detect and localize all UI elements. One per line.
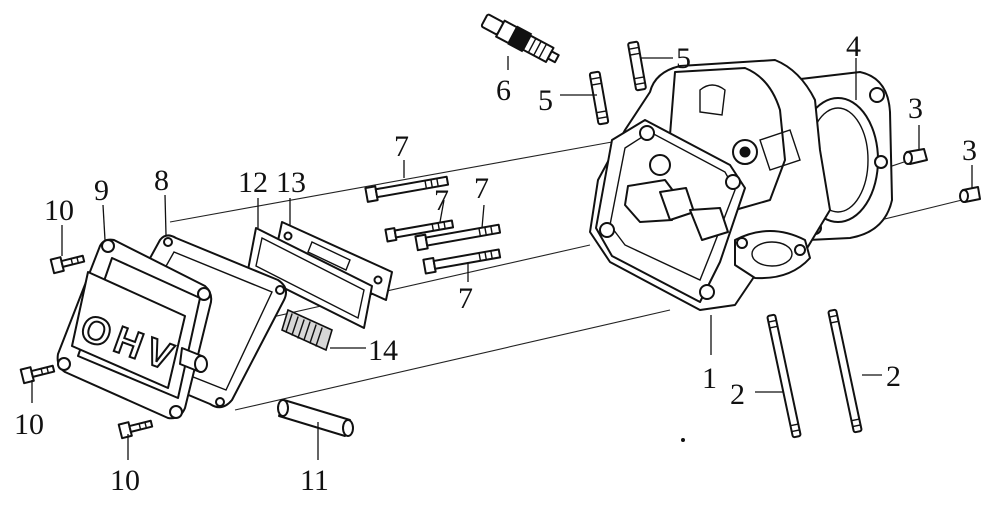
callout-12: 12 (238, 166, 268, 199)
cylinder-stud-right (627, 40, 647, 92)
breather-filter (281, 308, 333, 352)
head-bolt-middle (414, 223, 502, 252)
cover-bolt-left (19, 364, 56, 385)
callout-7-short: 7 (434, 184, 449, 217)
breather-tube (277, 399, 354, 437)
callout-6: 6 (496, 74, 511, 107)
callout-13: 13 (276, 166, 306, 199)
cylinder-stud-left (588, 70, 610, 126)
callout-5-right: 5 (676, 42, 691, 75)
callout-10-upper: 10 (44, 194, 74, 227)
cylinder-head (589, 59, 831, 311)
leader-lines (31, 56, 973, 460)
callout-9: 9 (94, 174, 109, 207)
callout-3-upper: 3 (908, 92, 923, 125)
callout-10-left: 10 (14, 408, 44, 441)
callout-7-middle: 7 (474, 172, 489, 205)
head-cover: OHV (56, 238, 213, 420)
callout-2-right: 2 (886, 360, 901, 393)
dowel-pin-lower (959, 186, 981, 203)
stray-dot (681, 438, 685, 442)
head-bolt-short (384, 219, 455, 243)
callout-3-lower: 3 (962, 134, 977, 167)
callout-2-left: 2 (730, 378, 745, 411)
callout-5-left: 5 (538, 84, 553, 117)
callout-14: 14 (368, 334, 398, 367)
dowel-pin-upper (903, 148, 928, 165)
cover-bolt-bottom (117, 419, 154, 440)
head-bolt-top (364, 175, 450, 203)
head-bolt-bottom (422, 248, 502, 275)
long-stud-right (827, 308, 863, 434)
spark-plug (480, 13, 560, 64)
callout-1: 1 (702, 362, 717, 395)
callout-7-top: 7 (394, 130, 409, 163)
cover-bolt-upper (49, 254, 86, 275)
callout-7-bottom: 7 (458, 282, 473, 315)
long-stud-left (766, 313, 802, 439)
callout-10-bottom: 10 (110, 464, 140, 497)
callout-8: 8 (154, 164, 169, 197)
callout-4: 4 (846, 30, 861, 63)
callout-11: 11 (300, 464, 329, 497)
breather-gasket (247, 227, 373, 329)
callout-labels: 1 2 2 3 3 4 5 5 6 7 7 7 7 8 9 10 10 10 1… (14, 30, 977, 497)
